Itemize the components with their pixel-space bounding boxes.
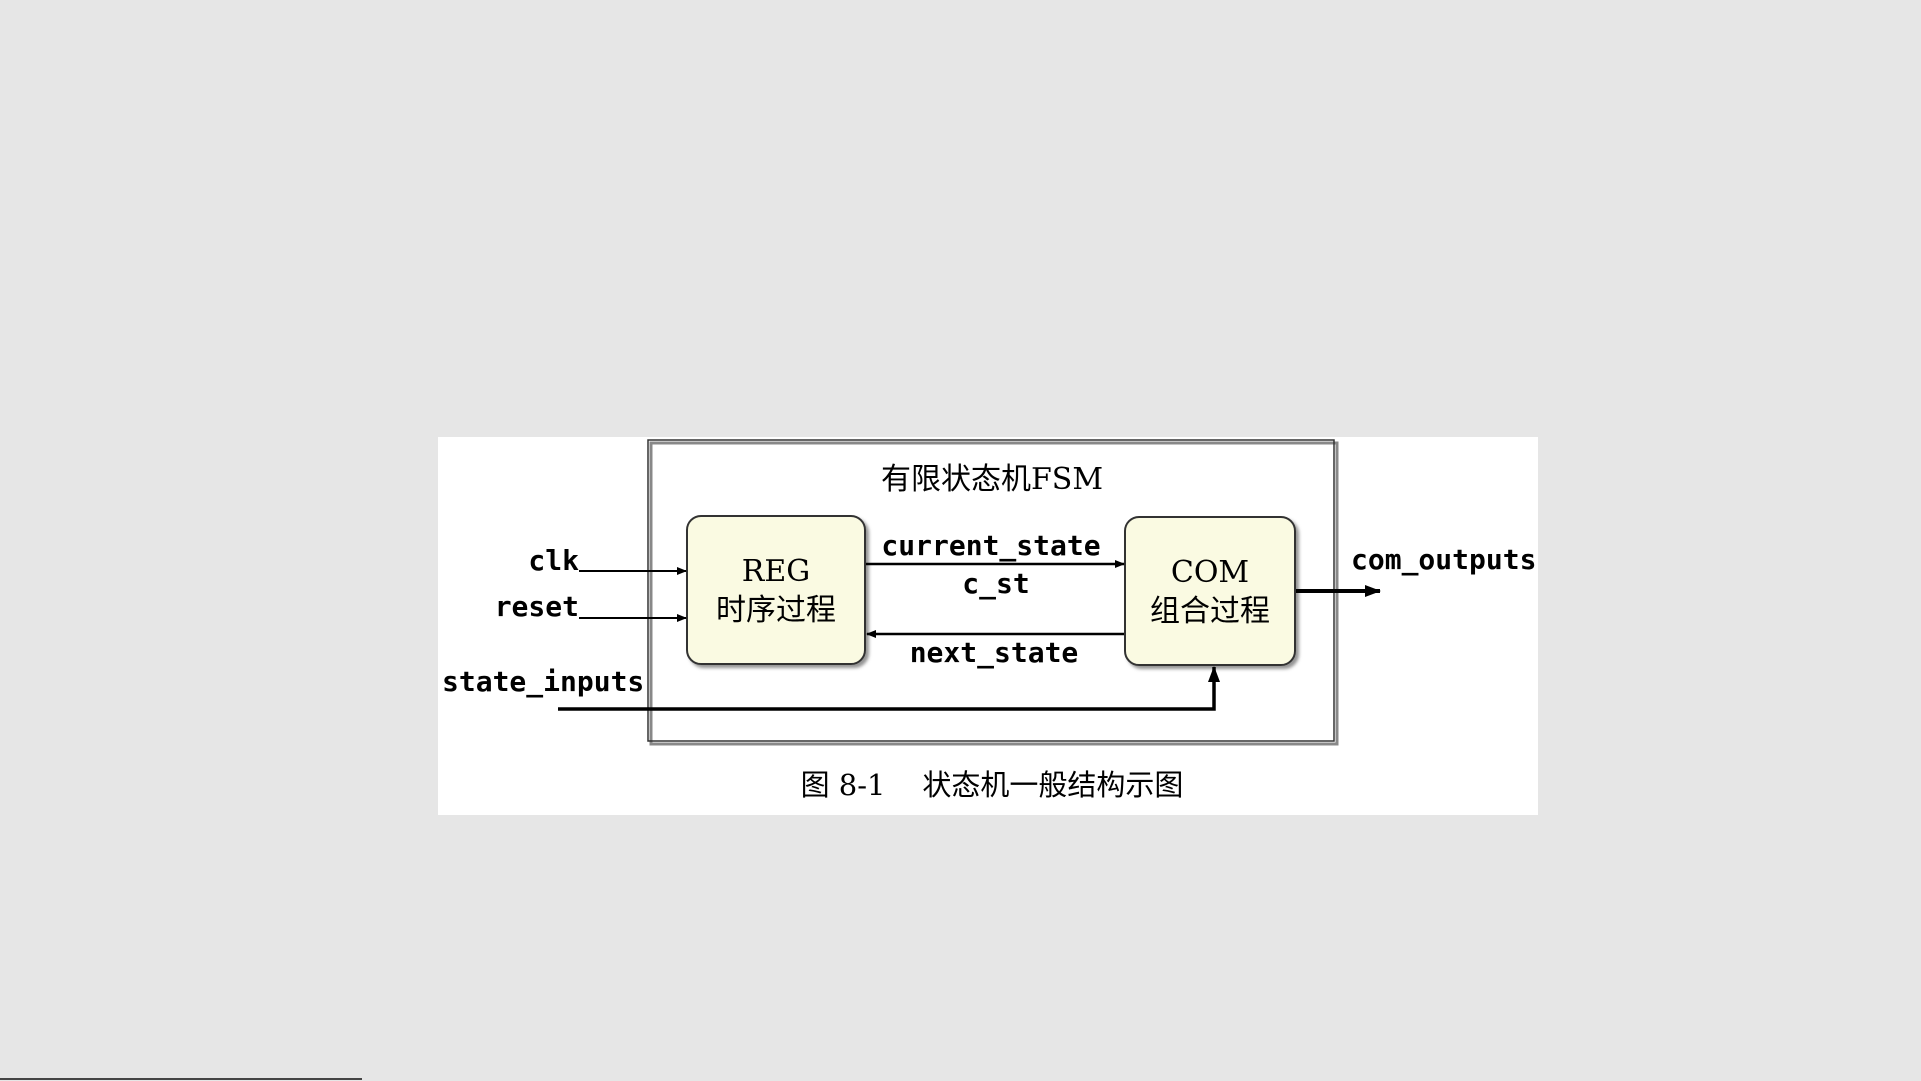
- bottom-rule: [0, 1078, 362, 1080]
- fsm-title: 有限状态机FSM: [881, 462, 1103, 497]
- state-inputs-label: state_inputs: [442, 665, 644, 698]
- state-inputs-arrow: [558, 667, 1214, 709]
- com-outputs-label: com_outputs: [1351, 543, 1536, 576]
- figure-caption: 图 8-1 状态机一般结构示图: [801, 768, 1184, 802]
- next-state-label: next_state: [910, 636, 1079, 669]
- clk-label: clk: [528, 544, 579, 577]
- com-block-title: COM: [1171, 555, 1249, 590]
- com-block: COM 组合过程: [1125, 517, 1295, 665]
- figure-panel: 有限状态机FSM REG 时序过程 COM 组合过程 clk reset sta…: [438, 437, 1538, 815]
- reg-block-subtitle: 时序过程: [716, 593, 836, 628]
- reg-block: REG 时序过程: [687, 516, 865, 664]
- reset-label: reset: [495, 590, 579, 623]
- com-block-subtitle: 组合过程: [1150, 594, 1270, 629]
- fsm-diagram: 有限状态机FSM REG 时序过程 COM 组合过程 clk reset sta…: [438, 437, 1538, 815]
- c-st-label: c_st: [962, 567, 1029, 600]
- current-state-label: current_state: [881, 529, 1100, 562]
- reg-block-title: REG: [742, 554, 810, 589]
